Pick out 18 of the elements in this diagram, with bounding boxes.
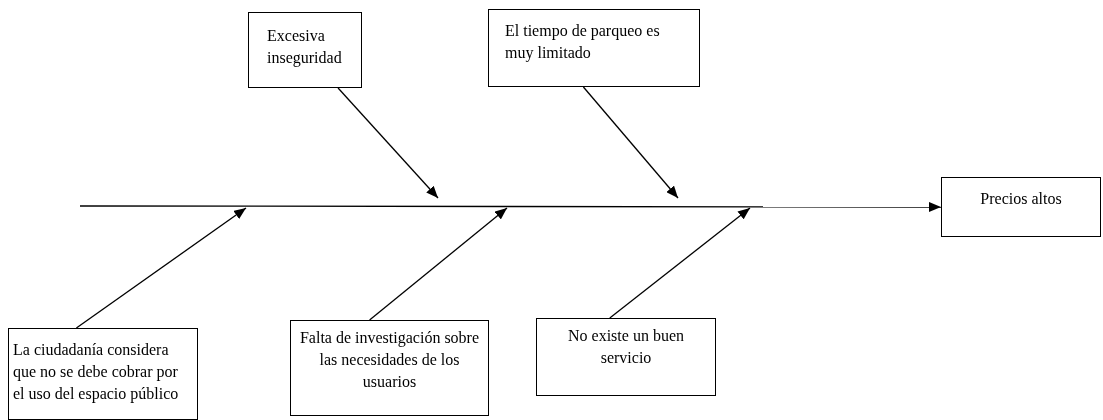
arrow bbox=[337, 87, 439, 199]
effect-box bbox=[941, 177, 1101, 237]
cause-text: Excesiva inseguridad bbox=[267, 26, 343, 69]
cause-box bbox=[8, 328, 198, 420]
cause-text: No existe un buen servicio bbox=[567, 326, 685, 368]
arrow bbox=[75, 207, 247, 329]
spine-arrow bbox=[79, 202, 942, 212]
cause-text: El tiempo de parqueo es muy limitado bbox=[505, 21, 661, 64]
cause-box bbox=[248, 12, 362, 88]
cause-box bbox=[488, 9, 700, 87]
cause-box bbox=[536, 318, 716, 396]
arrow bbox=[582, 86, 679, 199]
cause-text: Falta de investigación sobre las necesidades de los usuarios bbox=[298, 328, 481, 392]
arrow bbox=[609, 207, 751, 319]
cause-box bbox=[290, 320, 489, 416]
cause-text: La ciudadanía considera que no se debe cobrar por el uso del espacio público bbox=[13, 340, 180, 405]
effect-text: Precios altos bbox=[979, 189, 1063, 209]
arrow bbox=[368, 207, 508, 321]
